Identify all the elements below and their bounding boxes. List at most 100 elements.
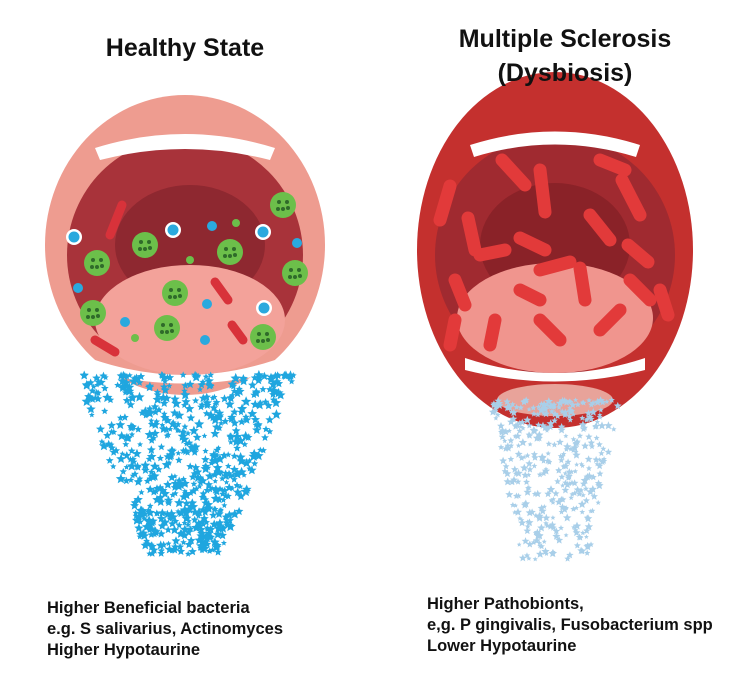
star-icon <box>143 537 150 545</box>
bacteria-dot <box>276 207 280 211</box>
star-icon <box>175 508 181 514</box>
star-icon <box>212 400 219 407</box>
star-icon <box>197 528 207 538</box>
star-icon <box>498 433 506 441</box>
star-icon <box>146 445 156 454</box>
star-icon <box>537 523 546 532</box>
star-icon <box>183 514 190 521</box>
star-icon <box>160 488 170 498</box>
star-icon <box>502 445 510 452</box>
star-icon <box>524 452 531 459</box>
star-icon <box>174 497 185 508</box>
red-bacteria-icon <box>533 255 577 277</box>
blue-cell-icon <box>68 231 80 243</box>
caption-line: Lower Hypotaurine <box>427 637 577 655</box>
star-icon <box>145 381 155 390</box>
star-icon <box>588 485 597 493</box>
star-icon <box>521 398 527 404</box>
star-icon <box>230 418 240 427</box>
star-icon <box>184 521 192 528</box>
star-icon <box>513 470 519 477</box>
star-icon <box>571 412 576 417</box>
star-icon <box>165 459 173 466</box>
star-icon <box>143 477 151 485</box>
green-bacteria-icon <box>250 324 276 350</box>
star-icon <box>547 423 554 431</box>
star-icon <box>266 374 276 384</box>
star-icon <box>512 422 520 430</box>
ms-hypotaurine-stars <box>488 396 622 562</box>
star-icon <box>122 451 132 460</box>
star-icon <box>575 490 583 497</box>
bacteria-dot <box>87 308 91 312</box>
star-icon <box>505 402 514 411</box>
star-icon <box>537 543 543 549</box>
star-icon <box>533 489 542 498</box>
star-icon <box>152 394 163 404</box>
bacteria-dot <box>160 330 164 334</box>
star-icon <box>185 550 192 557</box>
star-icon <box>190 448 199 456</box>
star-icon <box>184 430 192 437</box>
star-icon <box>542 410 550 418</box>
star-icon <box>224 399 235 409</box>
star-icon <box>559 496 567 503</box>
star-icon <box>176 547 186 555</box>
star-icon <box>275 372 282 380</box>
star-icon <box>584 514 591 521</box>
star-icon <box>175 450 182 456</box>
star-icon <box>230 372 241 383</box>
star-icon <box>241 440 249 448</box>
star-icon <box>251 459 259 467</box>
star-icon <box>254 400 265 410</box>
star-icon <box>123 385 132 394</box>
star-icon <box>143 515 155 526</box>
star-icon <box>213 452 221 459</box>
star-icon <box>147 471 158 482</box>
star-icon <box>150 428 160 438</box>
star-icon <box>613 401 622 410</box>
star-icon <box>246 457 253 463</box>
star-icon <box>559 453 566 460</box>
star-icon <box>149 545 159 554</box>
star-icon <box>180 531 189 540</box>
green-bacteria-icon <box>270 192 296 218</box>
star-icon <box>191 370 200 379</box>
star-icon <box>193 467 203 476</box>
star-icon <box>572 528 581 537</box>
star-icon <box>510 475 518 484</box>
star-icon <box>126 400 135 409</box>
star-icon <box>159 540 168 549</box>
star-icon <box>503 398 511 405</box>
star-icon <box>579 509 586 515</box>
bacteria-dot <box>178 294 182 298</box>
star-icon <box>161 459 172 470</box>
star-icon <box>184 540 194 549</box>
star-icon <box>224 492 232 500</box>
bacteria-dot <box>96 314 100 318</box>
star-icon <box>227 415 236 423</box>
star-icon <box>202 397 213 408</box>
star-icon <box>102 374 109 381</box>
red-bacteria-icon <box>448 273 472 312</box>
star-icon <box>584 534 589 539</box>
star-icon <box>190 469 199 478</box>
red-bacteria-icon <box>623 273 657 307</box>
star-icon <box>152 531 158 538</box>
star-icon <box>571 524 577 530</box>
star-icon <box>199 514 209 523</box>
star-icon <box>112 446 121 455</box>
star-icon <box>107 420 116 430</box>
star-icon <box>288 378 295 385</box>
star-icon <box>117 375 128 386</box>
star-icon <box>255 422 263 429</box>
star-icon <box>181 381 190 389</box>
star-icon <box>151 407 160 416</box>
star-icon <box>514 450 523 458</box>
star-icon <box>156 514 166 523</box>
small-cell-icon <box>200 335 210 345</box>
star-icon <box>119 467 127 475</box>
red-bacteria-icon <box>90 335 120 357</box>
star-icon <box>535 511 544 520</box>
star-icon <box>551 441 558 448</box>
